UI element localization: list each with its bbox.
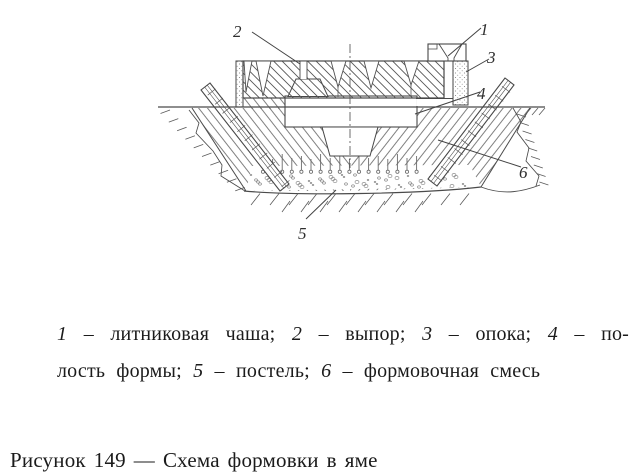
- leader-line-4: [414, 91, 481, 115]
- callout-4: 4: [477, 84, 486, 103]
- riser-channel: [299, 61, 308, 79]
- callout-3: 3: [486, 48, 496, 67]
- legend-line-2: лость формы; 5 – постель; 6 – формовочна…: [57, 361, 629, 381]
- legend-item-text: лость формы;: [57, 360, 182, 382]
- legend-item-number: 6: [321, 360, 332, 382]
- legend-item-number: 3: [422, 323, 433, 345]
- bed-pebbles: [249, 173, 467, 189]
- left-board: [200, 82, 290, 192]
- leader-line-3: [465, 58, 490, 73]
- callout-6: 6: [519, 163, 528, 182]
- legend-item-number: 5: [193, 360, 204, 382]
- pit-molding-figure: 2 1 3 4 6 5: [158, 20, 549, 243]
- legend-line-1: 1 – литниковая чаша; 2 – выпор; 3 – опок…: [57, 324, 629, 344]
- callout-labels: 2 1 3 4 6 5: [233, 20, 528, 243]
- legend-item-text: – опока;: [448, 323, 532, 345]
- pit-molding-diagram: 2 1 3 4 6 5: [158, 20, 549, 243]
- legend-item-text: – формовочная смесь: [342, 360, 541, 382]
- legend-item-number: 4: [547, 323, 558, 345]
- legend-item-text: – по-: [574, 323, 630, 345]
- cope-sand: [242, 60, 445, 99]
- vent-triangles: [243, 60, 420, 97]
- figure-caption: Рисунок 149 — Схема формовки в яме: [10, 448, 378, 472]
- flask-wall-left: [235, 60, 244, 108]
- leader-line-2: [251, 31, 301, 65]
- leader-line-5: [305, 189, 337, 220]
- gate-runner: [416, 98, 453, 106]
- callout-5: 5: [298, 224, 307, 243]
- callout-2: 2: [233, 22, 242, 41]
- callout-1: 1: [480, 20, 489, 39]
- leader-line-1: [447, 27, 482, 57]
- legend-item-text: – выпор;: [318, 323, 406, 345]
- soil-edges: [160, 107, 549, 213]
- legend-item-number: 1: [57, 323, 68, 345]
- legend-item-text: – постель;: [214, 360, 310, 382]
- legend-item-number: 2: [291, 323, 303, 345]
- leader-lines: [251, 27, 522, 220]
- bed-layer: [243, 154, 541, 195]
- legend-item-text: – литниковая чаша;: [83, 323, 276, 345]
- leader-line-6: [437, 139, 522, 168]
- pouring-cup: [427, 43, 467, 62]
